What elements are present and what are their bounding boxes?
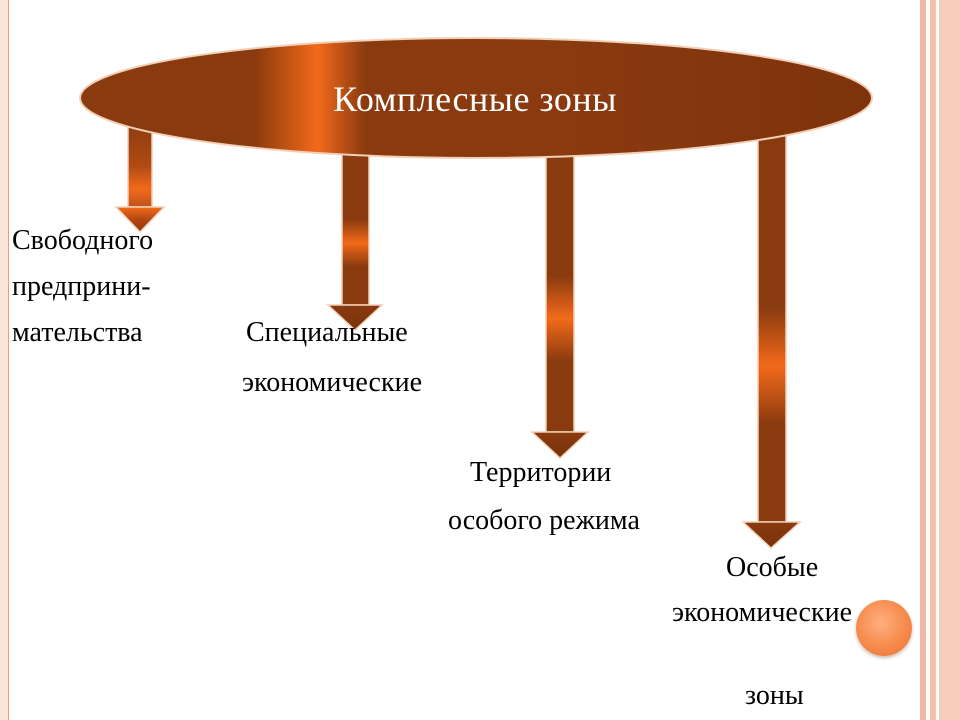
arrow-special-regime bbox=[530, 147, 590, 460]
label-special-regime-line1: Территории bbox=[470, 457, 612, 488]
label-free-enterprise-line1: Свободного bbox=[12, 225, 154, 256]
title-ellipse bbox=[79, 37, 873, 159]
right-decorative-stripes bbox=[918, 0, 960, 720]
diagram-title: Комплесные зоны bbox=[333, 79, 617, 119]
left-decorative-border bbox=[0, 0, 9, 720]
label-free-enterprise-line2: предприни- bbox=[12, 271, 151, 302]
label-special-zones-line2: экономические bbox=[672, 597, 853, 628]
label-special-zones-line1: Особые bbox=[726, 552, 819, 583]
arrow-free-enterprise bbox=[114, 114, 166, 234]
label-free-enterprise-line3: мательства bbox=[12, 317, 143, 348]
arrow-special-zones bbox=[741, 131, 802, 550]
label-special-zones-line3: зоны bbox=[745, 680, 804, 711]
arrow-special-economic bbox=[326, 149, 384, 332]
label-special-regime-line2: особого режима bbox=[448, 505, 640, 536]
label-special-economic-line2: экономические bbox=[242, 367, 423, 398]
decorative-orange-circle bbox=[856, 600, 912, 656]
label-special-economic-line1: Специальные bbox=[246, 317, 408, 348]
